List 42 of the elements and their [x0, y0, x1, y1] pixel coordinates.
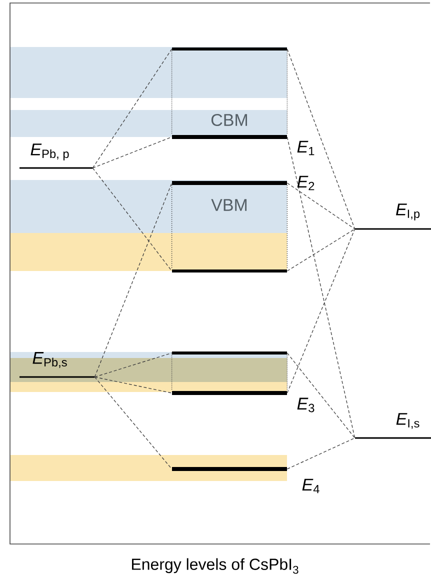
connector-line	[286, 136, 356, 438]
connector-line	[171, 50, 172, 136]
energy-level	[172, 467, 287, 471]
node-label: $\textit{E}_{\text{Pb, p}}$	[30, 144, 69, 160]
band-label: VBM	[211, 199, 247, 211]
energy-level	[172, 270, 287, 272]
connector-line	[171, 184, 172, 270]
energy-level	[172, 135, 287, 139]
energy-level	[172, 48, 287, 50]
connector-line	[286, 182, 356, 230]
node-label: $\textit{E}_{\text{I,s}}$	[396, 413, 420, 429]
band-label: CBM	[211, 114, 247, 126]
level-label: $\textit{E}_{\text{4}}$	[302, 478, 320, 494]
energy-level: $\textit{E}_{\text{I,p}}$	[355, 204, 431, 230]
connector-line	[286, 438, 356, 470]
connector-line	[171, 354, 172, 392]
connector-line	[94, 376, 172, 470]
connector-line	[286, 184, 288, 270]
connector-line	[286, 48, 356, 230]
connector-line	[286, 228, 356, 272]
energy-level: $\textit{E}_{\text{I,s}}$	[355, 413, 431, 439]
connector-line	[92, 136, 172, 168]
node-label: $\textit{E}_{\text{I,p}}$	[396, 204, 420, 220]
connector-line	[92, 168, 172, 272]
energy-level	[172, 181, 287, 185]
node-label: $\textit{E}_{\text{Pb,s}}$	[32, 352, 67, 368]
energy-level	[172, 391, 287, 395]
energy-level	[172, 352, 287, 354]
connector-line	[286, 228, 356, 394]
level-label: $\textit{E}_{\text{3}}$	[297, 398, 314, 412]
level-label: $\textit{E}_{\text{1}}$	[297, 140, 314, 156]
level-label: $\textit{E}_{\text{2}}$	[297, 176, 314, 190]
connector-line	[94, 182, 172, 378]
connector-line	[92, 48, 172, 168]
connector-line	[286, 50, 288, 136]
energy-level: $\textit{E}_{\text{Pb,s}}$	[20, 352, 94, 378]
connector-line	[286, 352, 356, 438]
energy-level: $\textit{E}_{\text{Pb, p}}$	[20, 144, 92, 169]
connector-line	[94, 352, 172, 378]
caption: $\text{Energy levels of CsPbI}_{\text{3}}$	[132, 558, 298, 574]
connector-line	[286, 354, 288, 392]
connector-line	[94, 376, 172, 394]
